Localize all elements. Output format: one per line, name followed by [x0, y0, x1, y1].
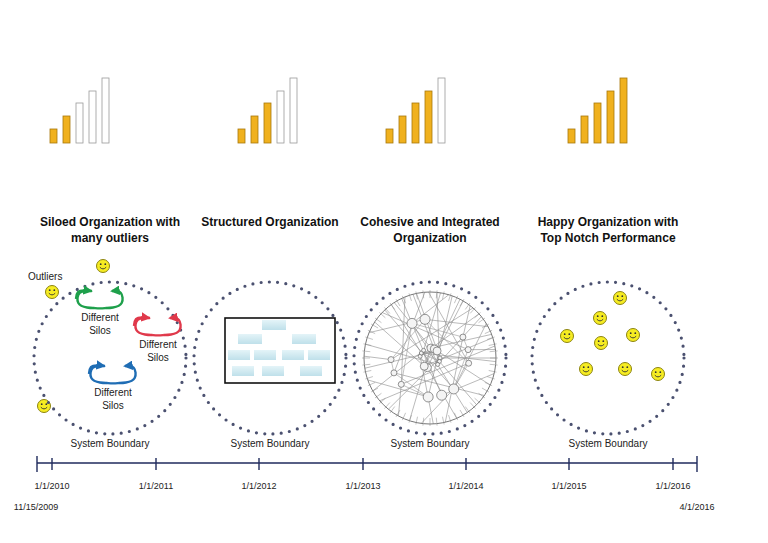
boundary-label: System Boundary: [175, 438, 365, 450]
dotted-boundary: [335, 212, 525, 454]
timeline-date: 1/1/2013: [345, 481, 380, 492]
timeline-date: 1/1/2012: [241, 481, 276, 492]
loop-arrows: [69, 285, 131, 311]
system-boundary-circle: Cohesive and Integrated OrganizationSyst…: [335, 212, 525, 454]
boundary-label: System Boundary: [513, 438, 703, 450]
timeline-date: 1/1/2016: [655, 481, 690, 492]
boundary-label: System Boundary: [15, 438, 205, 450]
outliers-label: Outliers: [28, 271, 62, 283]
signal-bars: [50, 78, 627, 143]
smiley-faces: [38, 260, 665, 413]
stage-title: Cohesive and Integrated Organization: [335, 214, 525, 246]
loop-arrows: [82, 360, 144, 386]
system-boundary-circle: Structured OrganizationSystem Boundary: [175, 212, 365, 454]
dotted-boundary: [175, 212, 365, 454]
timeline-axis: [37, 456, 697, 472]
silo-loop: Different Silos: [69, 285, 131, 339]
stage-title: Structured Organization: [175, 214, 365, 230]
silo-loop: Different Silos: [82, 360, 144, 414]
silo-loop: Different Silos: [128, 312, 188, 366]
timeline-date: 1/1/2014: [448, 481, 483, 492]
loop-arrows: [128, 312, 188, 338]
timeline-date: 1/1/2010: [34, 481, 69, 492]
timeline-start-date: 11/15/2009: [14, 502, 58, 513]
network-illustration: [362, 290, 498, 426]
system-boundary-circle: Different SilosDifferent SilosDifferent …: [15, 212, 205, 454]
dotted-boundary: [513, 212, 703, 454]
timeline-date: 1/1/2011: [139, 481, 173, 492]
system-boundary-circle: Happy Organization with Top Notch Perfor…: [513, 212, 703, 454]
timeline-date: 1/1/2015: [551, 481, 586, 492]
org-chart: [225, 318, 335, 383]
silo-label: Different Silos: [82, 386, 144, 412]
boundary-label: System Boundary: [335, 438, 525, 450]
stage-title: Siloed Organization with many outliers: [15, 214, 205, 246]
stage-title: Happy Organization with Top Notch Perfor…: [513, 214, 703, 246]
silo-label: Different Silos: [69, 311, 131, 337]
silo-label: Different Silos: [128, 338, 188, 364]
timeline-end-date: 4/1/2016: [679, 502, 714, 513]
